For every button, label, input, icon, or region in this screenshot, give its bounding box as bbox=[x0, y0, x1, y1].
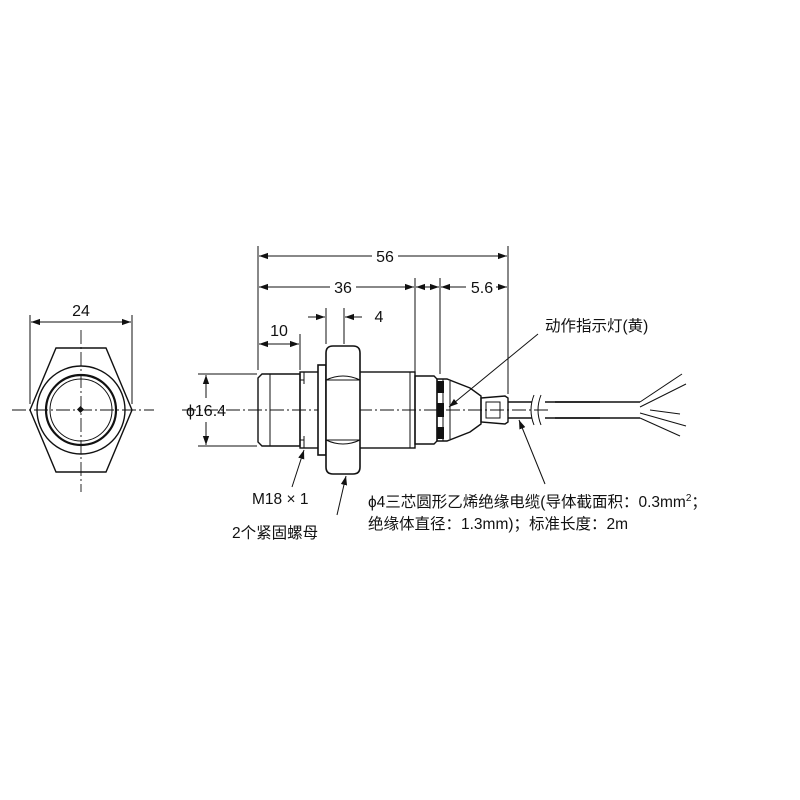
wire-end-2 bbox=[639, 383, 687, 408]
gland-length-label: 5.6 bbox=[471, 280, 493, 297]
gland-label-bg bbox=[466, 277, 496, 295]
face-center-mark bbox=[76, 405, 85, 414]
body-length-label: 36 bbox=[334, 280, 352, 297]
hex-nut-outline bbox=[29, 347, 133, 473]
cable-gland bbox=[436, 378, 482, 442]
cable-label-sup: 2 bbox=[686, 493, 692, 504]
overall-length-label: 56 bbox=[376, 249, 394, 266]
nuts-label: 2个紧固螺母 bbox=[232, 524, 318, 542]
cable-break-left bbox=[530, 394, 535, 426]
washer-left bbox=[317, 364, 327, 456]
wire-end-1 bbox=[639, 373, 683, 403]
indicator-label: 动作指示灯(黄) bbox=[545, 317, 648, 335]
front-view: 24 bbox=[12, 303, 154, 492]
cable-boot bbox=[480, 395, 509, 425]
sensor-face-circle bbox=[44, 373, 118, 447]
indicator-lamp-bot bbox=[437, 427, 444, 439]
hex-nut-arc-top bbox=[325, 375, 361, 381]
side-dimensions: 56 36 5.6 4 10 ϕ16.4 bbox=[186, 244, 509, 447]
callouts: 动作指示灯(黄) M18 × 1 2个紧固螺母 ϕ4三芯圆形乙烯绝缘电缆(导体截… bbox=[232, 317, 707, 542]
cable-leader bbox=[518, 419, 546, 485]
front-length-label: 10 bbox=[270, 323, 288, 340]
indicator-lamp-top bbox=[437, 381, 444, 393]
indicator-lamp-mid bbox=[437, 403, 444, 417]
cable-main bbox=[555, 401, 640, 419]
cable-boot-window bbox=[485, 401, 501, 419]
hex-nut-arc-bot bbox=[325, 439, 361, 445]
nut-width-label: 4 bbox=[375, 309, 384, 326]
body-length-label-bg bbox=[330, 275, 356, 295]
cable-break-right bbox=[537, 394, 542, 426]
wire-end-5 bbox=[649, 409, 681, 415]
side-view bbox=[182, 345, 687, 475]
sensor-face-inner bbox=[49, 378, 113, 442]
cable-label-main: ϕ4三芯圆形乙烯绝缘电缆(导体截面积：0.3mm bbox=[368, 493, 686, 511]
hex-inner-circle bbox=[36, 365, 126, 455]
cable-label-line2: 绝缘体直径：1.3mm)；标准长度：2m bbox=[368, 515, 628, 533]
thread-leader bbox=[291, 449, 305, 488]
cable-label-line1: ϕ4三芯圆形乙烯绝缘电缆(导体截面积：0.3mm2； bbox=[368, 493, 707, 511]
overall-length-label-bg bbox=[372, 244, 398, 264]
wire-end-3 bbox=[639, 412, 687, 427]
thread-label: M18 × 1 bbox=[252, 491, 308, 508]
hex-width-label: 24 bbox=[72, 303, 90, 320]
nuts-leader bbox=[336, 475, 348, 516]
wire-end-4 bbox=[639, 417, 681, 437]
indicator-leader bbox=[448, 333, 539, 408]
hex-nut-side bbox=[325, 345, 361, 475]
cable-label-sep: ； bbox=[691, 494, 707, 511]
diameter-label: ϕ16.4 bbox=[186, 403, 226, 420]
